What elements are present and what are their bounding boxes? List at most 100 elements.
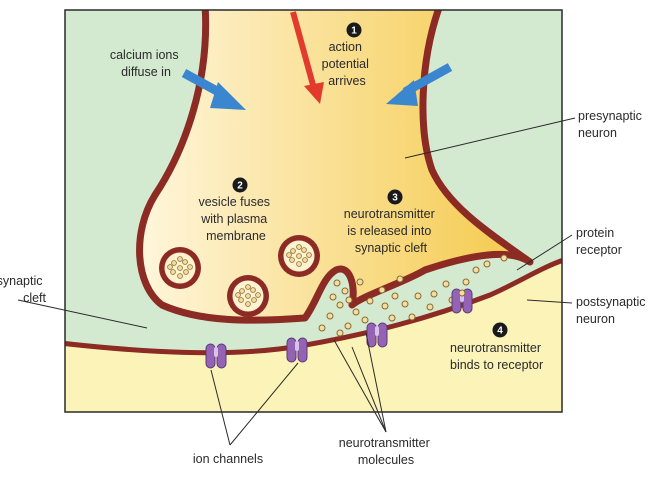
neurotransmitter-molecule-28 [378,286,386,294]
step-badge-4: 4 [492,322,508,338]
vesicle-1-molecule-2 [171,260,177,266]
vesicle-2-molecule-6 [245,284,251,290]
postsynaptic-membrane [65,257,562,356]
protein-receptor-line-1: protein [576,226,614,240]
vesicle-3-molecule-3 [301,247,307,253]
ion-channel-2-left-subunit [286,337,297,363]
neurotransmitter-molecule-1 [333,279,341,287]
neurotransmitter-molecule-11 [414,292,422,300]
vesicle-2-molecule-3 [250,287,256,293]
ion-channel-3-right-subunit [377,322,388,348]
neurotransmitter-molecule-20 [318,324,326,332]
step-1-line-2: potential [322,57,369,71]
vesicle-1-molecule-9 [187,264,193,270]
vesicle-3-molecule-1 [296,253,302,259]
vesicle-1-molecule-8 [167,264,173,270]
step-badge-3-circle [387,189,403,205]
vesicle-3-molecule-5 [302,257,308,263]
leader-ion-channel-2 [229,362,299,446]
leader-protein-receptor [516,234,573,271]
presynaptic-neuron-terminal [136,10,534,324]
calcium-arrow-right [386,63,453,106]
step-3-line-3: synaptic cleft [355,241,428,255]
ion-channel-1-pore [214,347,218,357]
synaptic-cleft-line-2: cleft [23,291,46,305]
calcium-label-line-2: diffuse in [121,65,171,79]
leader-synaptic-cleft [17,299,148,329]
vesicle-2-molecule-8 [235,292,241,298]
vesicle-2-molecule-2 [239,288,245,294]
presynaptic-neuron-label: presynaptic neuron [578,109,645,140]
step-2-line-1: vesicle fuses [198,195,270,209]
vesicle-3-molecule-2 [290,248,296,254]
vesicle-2-molecule-1 [245,293,251,299]
calcium-arrow-left-head [210,82,246,110]
step-badge-2-circle [232,177,248,193]
vesicle-2 [227,275,269,317]
synaptic-cleft-line-1: synaptic [0,274,43,288]
vesicle-1 [159,247,201,289]
step-3-text: neurotransmitter is released into synapt… [344,207,439,255]
neurotransmitter-molecule-21 [336,329,344,337]
vesicle-1-molecule-4 [170,269,176,275]
leader-ion-channel-1 [210,369,231,446]
neurotransmitter-molecule-18 [344,322,352,330]
step-badge-4-circle [492,322,508,338]
neurotransmitter-molecule-6 [352,308,360,316]
step-1-line-3: arrives [328,74,366,88]
protein-receptor-label: protein receptor [576,226,622,257]
step-3-line-2: is released into [347,224,431,238]
presynaptic-label-line-1: presynaptic [578,109,642,123]
step-1-line-1: action [329,40,362,54]
ion-channel-3 [366,322,388,348]
ion-channel-group [205,288,473,369]
step-badge-2: 2 [232,177,248,193]
calcium-label: calcium ions diffuse in [110,48,182,79]
vesicle-2-molecule-5 [251,297,257,303]
vesicle-3-molecule-8 [286,252,292,258]
vesicle-3 [278,235,320,277]
neurotransmitter-molecules-label: neurotransmitter molecules [339,436,434,467]
step-2-text: vesicle fuses with plasma membrane [198,195,273,243]
vesicle-3-molecule-6 [296,244,302,250]
leader-molecule-3 [365,332,387,433]
neurotransmitter-molecule-7 [366,297,374,305]
ion-channel-1 [205,343,227,369]
neurotransmitter-molecule-15 [408,313,416,321]
neurotransmitter-molecule-19 [326,312,334,320]
vesicle-1-molecule-3 [182,259,188,265]
step-badge-1: 1 [346,22,362,38]
vesicle-3-molecule-9 [306,252,312,258]
ion-channel-2 [286,337,308,363]
neurotransmitter-molecule-24 [483,260,491,268]
ion-channel-2-pore [295,341,299,351]
action-arrow-head [304,82,324,104]
neurotransmitter-molecule-23 [472,266,480,274]
postsynaptic-label-line-1: postsynaptic [576,295,645,309]
step-4-text: neurotransmitter binds to receptor [450,341,545,372]
neurotransmitter-molecule-12 [430,290,438,298]
vesicle-3-molecule-4 [289,257,295,263]
molecules-label-line-1: neurotransmitter [339,436,430,450]
step-1-text: action potential arrives [322,40,373,88]
neurotransmitter-molecule-14 [426,303,434,311]
vesicle-2-molecule-7 [245,301,251,307]
neurotransmitter-molecule-16 [388,314,396,322]
molecules-label-line-2: molecules [358,453,414,467]
ion-channels-label: ion channels [193,452,263,466]
neurotransmitter-molecule-25 [462,278,470,286]
vesicle-2-molecule-9 [255,292,261,298]
ion-channel-2-right-subunit [297,337,308,363]
neurotransmitter-molecule-2 [341,287,349,295]
leader-molecule-2 [351,346,387,433]
neurotransmitter-molecule-4 [345,296,353,304]
vesicle-2-molecule-4 [238,297,244,303]
step-badge-1-circle [346,22,362,38]
bound-neurotransmitter [458,289,466,297]
neurotransmitter-molecule-17 [361,316,369,324]
step-badge-3: 3 [387,189,403,205]
step-2-line-3: membrane [206,229,266,243]
vesicle-3-molecule-7 [296,261,302,267]
leader-lines [17,117,576,446]
